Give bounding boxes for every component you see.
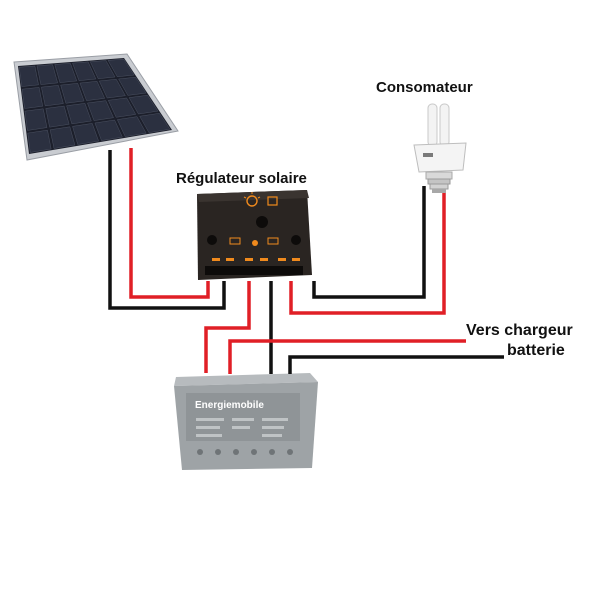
- solar-regulator: [197, 190, 312, 280]
- wire-consumer-positive: [289, 193, 446, 315]
- panel-cell: [79, 81, 106, 101]
- battery-brand: Energiemobile: [195, 400, 264, 411]
- charger-label-line2: batterie: [507, 342, 565, 359]
- panel-cell: [98, 78, 126, 99]
- wire-charger-negative: [288, 355, 504, 374]
- mounting-hole: [256, 216, 268, 228]
- panel-cell: [107, 58, 135, 78]
- panel-cell: [72, 61, 97, 81]
- solar-panel: [13, 53, 179, 161]
- status-led: [252, 240, 258, 246]
- panel-cell: [36, 64, 58, 85]
- battery: Energiemobile: [174, 373, 318, 470]
- wire-panel-positive: [129, 148, 210, 299]
- wire-charger-positive: [228, 339, 466, 374]
- panel-cell: [54, 63, 78, 83]
- battery-icon: [267, 196, 278, 206]
- battery-icons: [197, 449, 293, 455]
- panel-cell: [94, 119, 123, 141]
- indicator-icon: [229, 237, 241, 245]
- panel-cell: [66, 103, 92, 125]
- regulator-label: Régulateur solaire: [176, 170, 307, 187]
- panel-cell: [60, 83, 85, 104]
- consumer-bulb: [413, 103, 467, 193]
- terminal-markings: [212, 258, 300, 261]
- panel-cell: [118, 76, 147, 96]
- wire-panel-negative: [108, 150, 226, 310]
- mounting-hole: [207, 235, 217, 245]
- panel-cell: [21, 87, 44, 109]
- indicator-icon: [267, 237, 279, 245]
- panel-cell: [89, 60, 116, 79]
- panel-cell: [128, 94, 159, 115]
- panel-cell: [41, 85, 64, 107]
- panel-cell: [72, 123, 99, 145]
- panel-cell: [45, 105, 70, 128]
- panel-cell: [116, 116, 147, 137]
- wire-consumer-negative: [312, 186, 426, 299]
- panel-cell: [49, 126, 76, 149]
- panel-cell: [107, 97, 137, 118]
- wire-battery-positive: [204, 281, 251, 373]
- wiring: [108, 148, 504, 374]
- panel-cell: [27, 129, 52, 153]
- sun-icon: [246, 195, 258, 207]
- panel-cell: [18, 65, 39, 87]
- panel-cell: [139, 113, 171, 133]
- terminals: [205, 266, 303, 275]
- mounting-hole: [291, 235, 301, 245]
- panel-cell: [24, 108, 48, 131]
- battery-specs: [196, 418, 288, 437]
- charger-label-line1: Vers chargeur: [466, 322, 573, 339]
- panel-cell: [87, 100, 114, 121]
- sun-icon-rays: [243, 192, 261, 199]
- consumer-label: Consomateur: [376, 79, 473, 96]
- panel-cell-grid: [18, 58, 171, 153]
